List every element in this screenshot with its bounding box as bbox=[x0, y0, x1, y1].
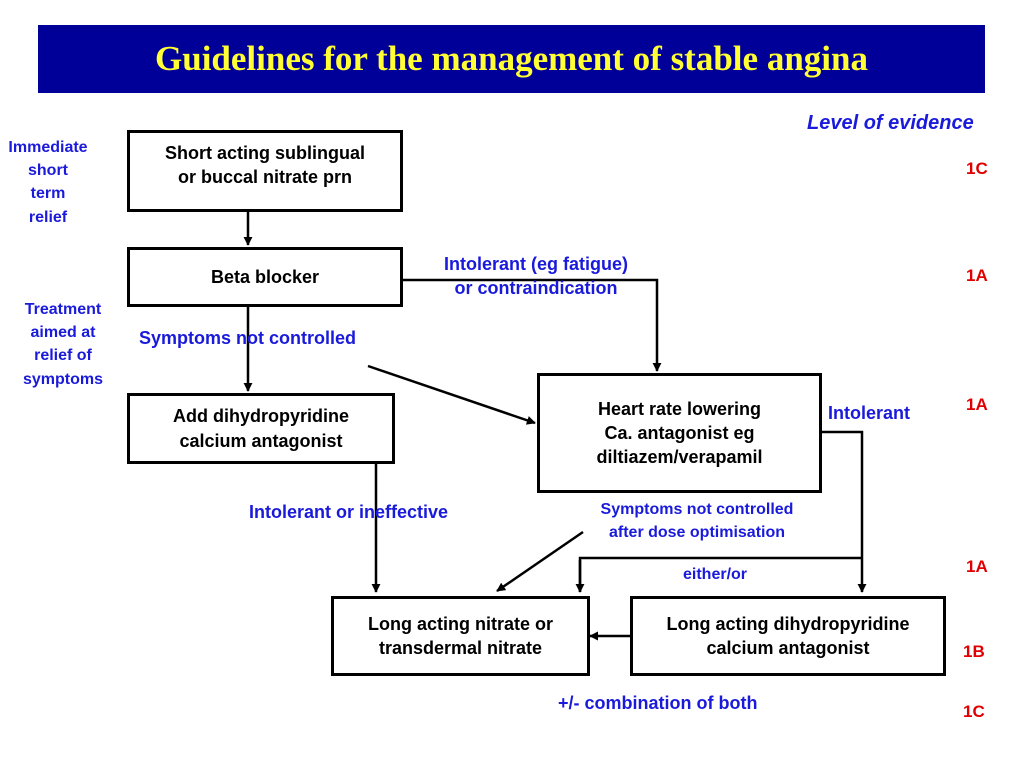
page-title: Guidelines for the management of stable … bbox=[155, 39, 868, 78]
level-badge-4: 1A bbox=[966, 557, 988, 576]
arrow-symptoms-to-hr-lowering bbox=[367, 364, 536, 425]
box-hr-lowering-ca-antagonist-text: Heart rate lowering Ca. antagonist eg di… bbox=[596, 398, 763, 468]
level-of-evidence-header: Level of evidence bbox=[807, 112, 974, 134]
label-combination-of-both: +/- combination of both bbox=[558, 693, 758, 713]
level-badge-1: 1C bbox=[966, 159, 988, 178]
arrow-beta-to-hr-lowering bbox=[403, 278, 662, 372]
title-banner: Guidelines for the management of stable … bbox=[38, 25, 985, 93]
level-badge-6: 1C bbox=[963, 702, 985, 721]
box-long-acting-nitrate: Long acting nitrate or transdermal nitra… bbox=[331, 596, 590, 676]
box-add-dhp-ca-antagonist: Add dihydropyridine calcium antagonist bbox=[127, 393, 395, 464]
label-either-or: either/or bbox=[683, 566, 748, 583]
label-intolerant-eg-fatigue: Intolerant (eg fatigue) or contraindicat… bbox=[444, 254, 628, 299]
box-short-acting-nitrate-text: Short acting sublingual or buccal nitrat… bbox=[164, 143, 365, 188]
side-label-immediate: Immediate short term relief bbox=[8, 139, 88, 226]
box-short-acting-nitrate: Short acting sublingual or buccal nitrat… bbox=[127, 130, 403, 212]
box-long-acting-dhp-text: Long acting dihydropyridine calcium anta… bbox=[666, 613, 910, 658]
label-symptoms-not-controlled: Symptoms not controlled bbox=[139, 328, 357, 348]
box-add-dhp-ca-antagonist-text: Add dihydropyridine calcium antagonist bbox=[172, 406, 349, 451]
box-long-acting-dhp: Long acting dihydropyridine calcium anta… bbox=[630, 596, 946, 676]
box-hr-lowering-ca-antagonist: Heart rate lowering Ca. antagonist eg di… bbox=[537, 373, 822, 493]
box-beta-blocker-text: Beta blocker bbox=[210, 266, 320, 287]
label-intolerant-or-ineffective: Intolerant or ineffective bbox=[249, 502, 449, 522]
label-intolerant: Intolerant bbox=[828, 403, 911, 423]
arrow-intolerant-to-long-dhp bbox=[822, 430, 867, 593]
level-badge-3: 1A bbox=[966, 395, 988, 414]
level-badge-5: 1B bbox=[963, 642, 985, 661]
level-badge-2: 1A bbox=[966, 266, 988, 285]
side-label-treatment: Treatment aimed at relief of symptoms bbox=[22, 301, 104, 388]
box-long-acting-nitrate-text: Long acting nitrate or transdermal nitra… bbox=[367, 613, 553, 658]
arrow-symptoms-after-dose-to-long-nitrate bbox=[496, 530, 584, 593]
box-beta-blocker: Beta blocker bbox=[127, 247, 403, 307]
label-symptoms-after-dose: Symptoms not controlled after dose optim… bbox=[600, 501, 794, 542]
